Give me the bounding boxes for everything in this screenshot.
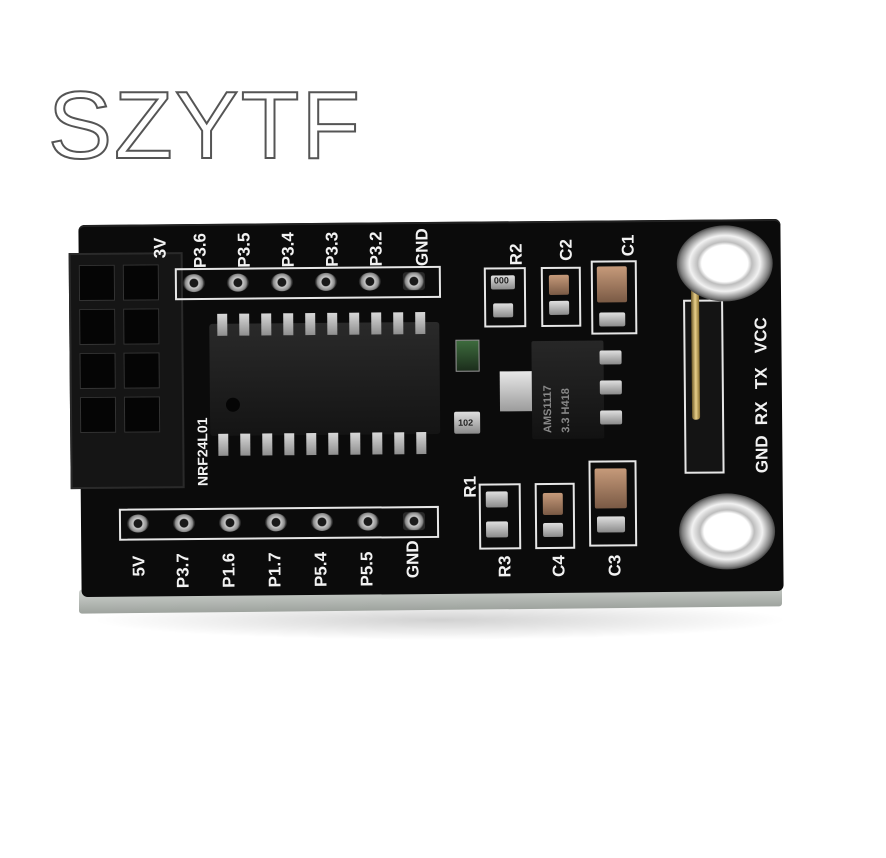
socket-label: NRF24L01: [194, 417, 211, 487]
regulator-marking-sub: 3.3 H418: [559, 388, 573, 433]
pin-label-p36: P3.6: [190, 232, 210, 269]
header-pin: [226, 273, 249, 292]
socket-hole: [122, 264, 160, 301]
ic-leg: [306, 433, 317, 456]
header-pin: [172, 514, 196, 533]
header-pin: [218, 513, 242, 532]
r2-pad: [493, 303, 514, 318]
header-pin: [310, 512, 334, 532]
pin-label-p34: P3.4: [278, 232, 298, 268]
r3-label: R3: [495, 555, 515, 578]
header-pin: [402, 272, 425, 291]
r2-code: 000: [493, 275, 509, 286]
socket-hole: [79, 308, 116, 346]
ic-leg: [240, 433, 251, 456]
c4-pad: [543, 522, 564, 538]
ic-leg: [218, 433, 229, 456]
uart-label-vcc: VCC: [751, 317, 771, 354]
header-pin: [126, 514, 150, 533]
c3-capacitor: [594, 468, 627, 509]
regulator-pad: [599, 350, 622, 365]
regulator-pad: [599, 380, 622, 395]
pin-label-p35: P3.5: [234, 232, 254, 268]
ic-leg: [262, 433, 273, 456]
ic-leg: [349, 312, 360, 335]
pcb-board: NRF24L01 3V P3.6 P3.5 P3.4 P3.3 P3.2 GND: [68, 218, 784, 598]
ic-leg: [284, 433, 295, 456]
status-led: [455, 339, 480, 372]
uart-label-tx: TX: [751, 367, 771, 390]
socket-hole: [123, 352, 160, 389]
c3-pad: [596, 516, 626, 533]
regulator-tab: [499, 371, 535, 412]
ic-leg: [416, 432, 427, 455]
mounting-hole-top: [676, 225, 774, 302]
rf-socket: [68, 252, 185, 490]
ic-leg: [393, 312, 404, 335]
pin-label-p16: P1.6: [219, 552, 239, 588]
ic-leg: [394, 432, 405, 455]
c1-label: C1: [618, 234, 638, 257]
pin-label-p33: P3.3: [322, 231, 342, 267]
regulator-marking: AMS1117: [541, 385, 555, 434]
ic-leg: [327, 312, 338, 335]
header-pin: [314, 272, 337, 292]
uart-label-gnd: GND: [752, 435, 772, 474]
pin-label-p32: P3.2: [366, 231, 386, 267]
c1-pad: [599, 312, 626, 327]
ic-leg: [217, 313, 228, 336]
uart-pin-header: [683, 299, 725, 474]
pin-label-5v: 5V: [129, 555, 149, 577]
ic-leg: [415, 312, 426, 335]
r2-label: R2: [506, 243, 526, 266]
watermark-logo: SZYTF: [47, 72, 362, 179]
uart-label-rx: RX: [751, 401, 772, 426]
c2-pad: [549, 300, 570, 315]
pin-label-p55: P5.5: [357, 551, 377, 587]
r1-label: R1: [460, 475, 480, 498]
header-pin: [182, 273, 205, 293]
pin-label-p54: P5.4: [311, 551, 331, 588]
regulator-pad: [600, 410, 623, 425]
c4-capacitor: [542, 492, 563, 516]
header-pin: [402, 512, 426, 531]
ic-leg: [261, 313, 272, 336]
pin-label-p17: P1.7: [265, 552, 285, 588]
header-pin: [358, 272, 381, 291]
c3-label: C3: [605, 554, 625, 577]
ic-leg: [328, 432, 339, 455]
ic-leg: [305, 313, 316, 336]
socket-hole: [123, 396, 161, 433]
header-pin: [270, 273, 293, 292]
c2-label: C2: [556, 238, 576, 261]
pin1-marker: [225, 397, 241, 412]
socket-hole: [78, 264, 116, 302]
pin-label-gnd-top: GND: [412, 228, 432, 267]
microcontroller-chip: [209, 321, 441, 436]
c4-label: C4: [549, 555, 569, 577]
pin-label-gnd-bottom: GND: [403, 540, 423, 579]
header-pin: [264, 513, 288, 532]
socket-hole: [79, 396, 117, 434]
pin-label-p37: P3.7: [173, 553, 193, 589]
pin-label-3v: 3V: [150, 237, 170, 259]
c1-capacitor: [596, 266, 628, 303]
ic-leg: [372, 432, 383, 455]
ic-leg: [239, 313, 250, 336]
r3-pad: [485, 521, 509, 538]
r1-pad: [485, 491, 508, 508]
mounting-hole-bottom: [678, 493, 776, 570]
header-pin: [356, 512, 380, 531]
ic-leg: [371, 312, 382, 335]
top-header-outline: [174, 265, 442, 301]
socket-hole: [123, 308, 160, 345]
ic-leg: [350, 432, 361, 455]
resistor-code: 102: [458, 417, 474, 428]
c2-capacitor: [548, 274, 570, 295]
socket-hole: [79, 352, 116, 390]
ic-leg: [283, 313, 294, 336]
